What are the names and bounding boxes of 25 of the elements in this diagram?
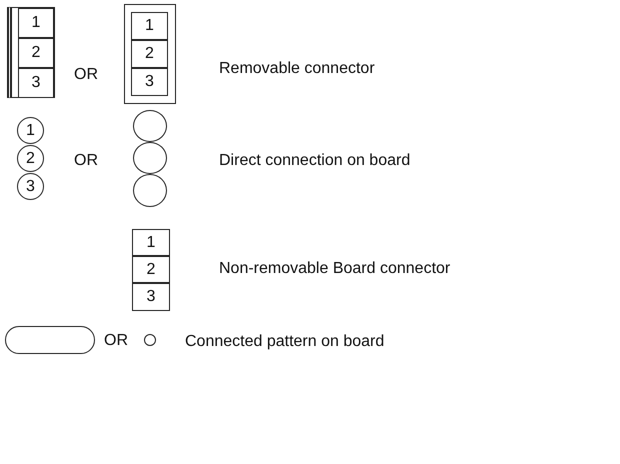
connector-pin: 2 bbox=[132, 256, 170, 283]
pad-circle bbox=[133, 110, 167, 142]
connector-pin: 3 bbox=[131, 68, 168, 96]
connector-housing bbox=[124, 4, 176, 104]
connector-pin: 1 bbox=[18, 8, 54, 38]
connector-pin: 2 bbox=[18, 38, 54, 68]
connector-housing bbox=[7, 7, 55, 98]
connector-pin: 2 bbox=[131, 40, 168, 68]
connector-pin: 3 bbox=[132, 283, 170, 311]
connector-pin: 1 bbox=[131, 12, 168, 40]
symbol-caption: Non-removable Board connector bbox=[219, 260, 450, 278]
symbol-caption: OR bbox=[104, 332, 128, 350]
symbol-caption: Connected pattern on board bbox=[185, 333, 384, 351]
pad-circle: 1 bbox=[17, 117, 44, 144]
pad-circle bbox=[133, 174, 167, 207]
symbol-caption: Direct connection on board bbox=[219, 152, 410, 170]
pad-circle bbox=[133, 142, 167, 174]
pad-circle: 2 bbox=[17, 145, 44, 172]
symbol-caption: OR bbox=[74, 66, 98, 84]
symbol-caption: Removable connector bbox=[219, 60, 375, 78]
connector-pin: 3 bbox=[18, 68, 54, 98]
pad-circle bbox=[144, 334, 156, 346]
connector-pin: 1 bbox=[132, 229, 170, 256]
symbol-caption: OR bbox=[74, 152, 98, 170]
pad-circle: 3 bbox=[17, 173, 44, 200]
